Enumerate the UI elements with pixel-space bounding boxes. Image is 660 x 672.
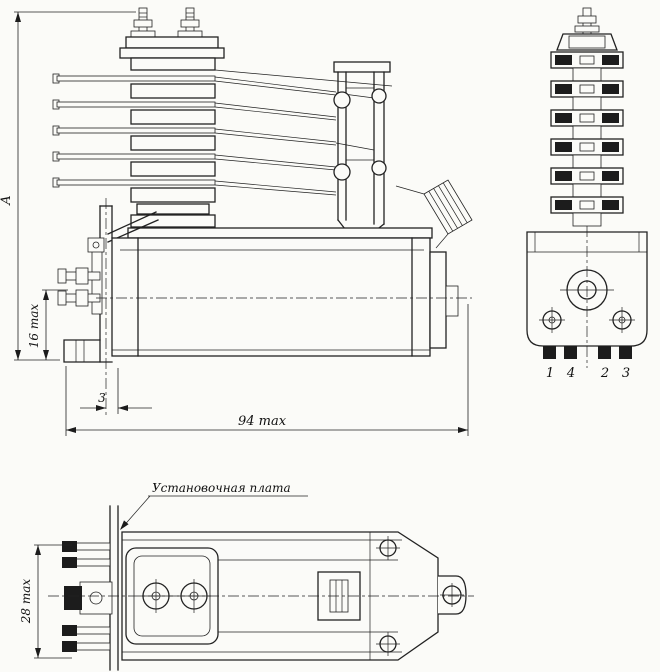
mounting-plate-label: Установочная плата xyxy=(152,481,291,495)
terminal-number-4: 4 xyxy=(566,366,575,381)
top-view: Установочная плата xyxy=(19,481,474,671)
terminal-number-3: 3 xyxy=(622,366,630,381)
terminal-numbers: 1 4 2 3 xyxy=(546,366,630,381)
end-contact-stack xyxy=(550,51,624,227)
contact-stack xyxy=(52,57,216,228)
stack-top-plate xyxy=(119,36,225,59)
dim-a-label: A xyxy=(0,195,14,205)
armature xyxy=(333,61,391,239)
dim-3-label: 3 xyxy=(98,391,106,405)
coil-terminals xyxy=(57,237,105,315)
end-top-screw xyxy=(556,7,618,51)
terminal-pins xyxy=(62,541,113,652)
coil-body xyxy=(111,237,459,357)
terminal-number-2: 2 xyxy=(600,366,609,381)
dimension-94max: 94 max xyxy=(65,304,469,436)
top-studs xyxy=(130,7,203,39)
dim-28max-label: 28 max xyxy=(19,579,33,625)
moving-contact-springs xyxy=(214,69,393,196)
dimension-16max: 16 max xyxy=(27,289,68,360)
side-view: A 16 max 3 94 max xyxy=(0,7,473,436)
dimension-3: 3 xyxy=(80,368,152,414)
return-spring xyxy=(395,179,473,249)
end-terminals xyxy=(543,346,632,359)
end-view: 1 4 2 3 xyxy=(526,7,648,381)
dim-94max-label: 94 max xyxy=(238,414,287,429)
dim-16max-label: 16 max xyxy=(27,304,41,349)
mounting-plate-callout: Установочная плата xyxy=(120,481,308,530)
dimension-28max: 28 max xyxy=(19,544,72,659)
dimension-a: A xyxy=(0,11,136,361)
terminal-number-1: 1 xyxy=(546,366,554,381)
